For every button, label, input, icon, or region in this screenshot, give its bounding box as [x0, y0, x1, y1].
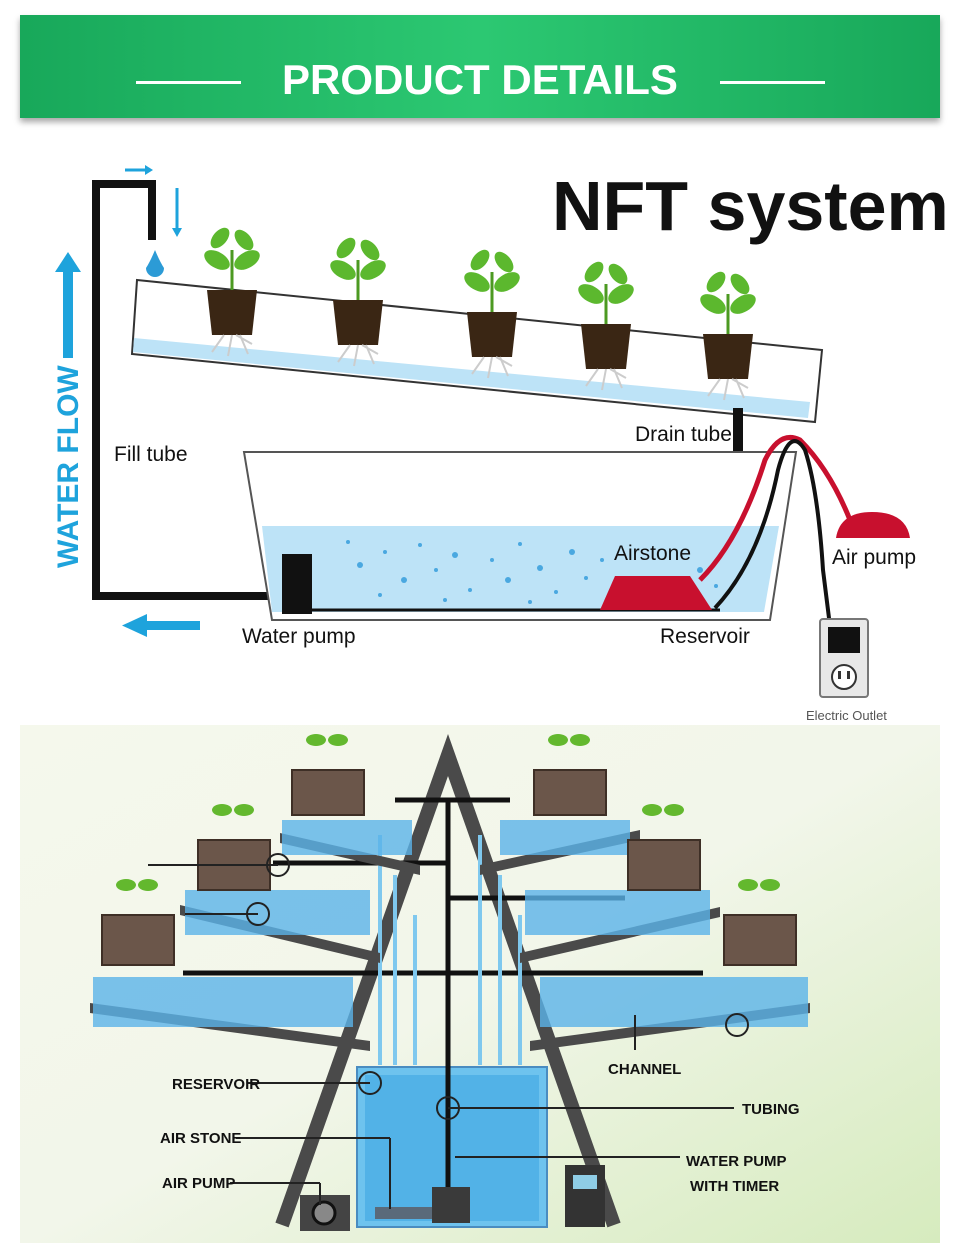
electric-outlet-icon — [819, 618, 869, 698]
tower-water-pump — [432, 1187, 470, 1223]
tubing-label: TUBING — [742, 1101, 800, 1118]
product-details-banner: PRODUCT DETAILS — [20, 15, 940, 118]
tower-reservoir-label: RESERVOIR — [172, 1076, 260, 1093]
plant-pot-5 — [700, 271, 756, 401]
nft-system-diagram: NFT system WATER FLOW Fill tube — [52, 165, 949, 723]
air-line-red — [698, 435, 853, 582]
water-pump-timer-label-2: WITH TIMER — [690, 1178, 779, 1195]
banner-title: PRODUCT DETAILS — [282, 56, 678, 103]
water-pump — [282, 554, 312, 614]
airstone — [600, 576, 712, 610]
plant-pot-2 — [330, 237, 386, 367]
electric-outlet-label: Electric Outlet — [806, 708, 887, 723]
water-drop-icon — [146, 250, 164, 277]
flow-arrow-up-icon — [55, 252, 81, 358]
flow-arrow-right-icon — [125, 165, 153, 175]
fill-tube — [92, 180, 282, 600]
tower-air-pump — [300, 1195, 350, 1231]
tower-plant-pots — [101, 769, 797, 966]
flow-arrow-down-icon — [172, 188, 182, 237]
pump-timer — [565, 1165, 605, 1227]
flow-arrow-left-icon — [122, 614, 200, 637]
a-frame-structure — [275, 733, 621, 1228]
air-pump — [836, 512, 910, 538]
reservoir-label: Reservoir — [660, 625, 750, 648]
water-pump-timer-label-1: WATER PUMP — [686, 1153, 787, 1170]
banner-right-rule — [720, 81, 825, 84]
fill-tube-label: Fill tube — [114, 443, 188, 466]
banner-left-rule — [136, 81, 241, 84]
channel-label: CHANNEL — [608, 1061, 681, 1078]
plant-pot-4 — [578, 261, 634, 391]
tower-air-stone — [375, 1207, 445, 1219]
tower-air-pump-label: AIR PUMP — [162, 1175, 235, 1192]
air-pump-label: Air pump — [832, 546, 916, 569]
airstone-label: Airstone — [614, 542, 691, 565]
water-pump-label: Water pump — [242, 625, 356, 648]
channel-water-film — [133, 338, 810, 418]
water-bubbles — [346, 540, 718, 604]
drain-tube-label: Drain tube — [635, 423, 732, 446]
tower-air-stone-label: AIR STONE — [160, 1130, 241, 1147]
nft-title: NFT system — [552, 167, 949, 245]
water-flow-label: WATER FLOW — [52, 365, 85, 568]
left-trays — [90, 820, 420, 1051]
plant-pot-1 — [204, 227, 260, 357]
tower-system-diagram: RESERVOIR AIR STONE AIR PUMP CHANNEL TUB… — [20, 725, 940, 1243]
drain-tube — [733, 408, 743, 460]
plant-pot-3 — [464, 249, 520, 379]
power-cable — [713, 439, 832, 627]
tower-seedlings — [116, 734, 780, 891]
callout-lines — [148, 853, 749, 1209]
